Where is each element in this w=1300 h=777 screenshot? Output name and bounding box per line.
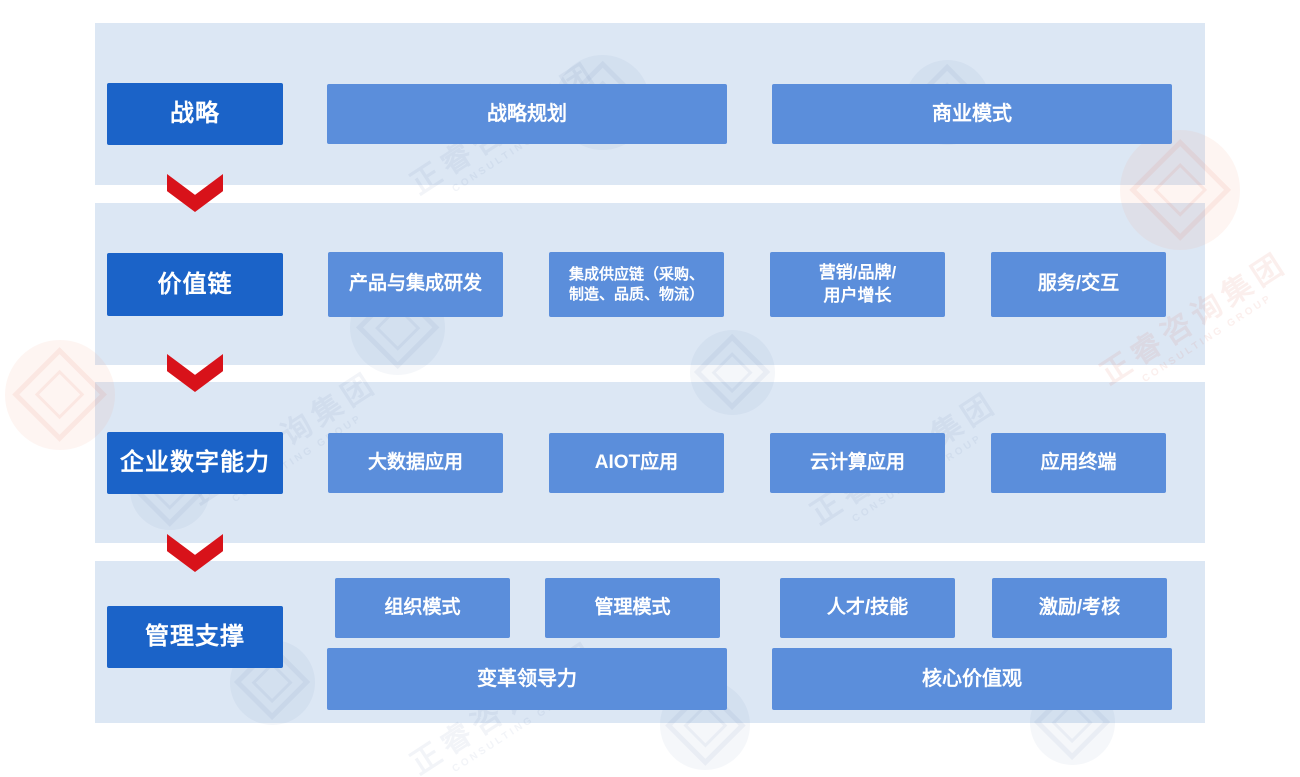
item-product-integrated-rd: 产品与集成研发 bbox=[328, 252, 503, 317]
watermark-logo-icon bbox=[1120, 130, 1240, 250]
item-core-values: 核心价值观 bbox=[772, 648, 1172, 710]
item-marketing-brand-user-growth: 营销/品牌/ 用户增长 bbox=[770, 252, 945, 317]
item-incentive-assessment: 激励/考核 bbox=[992, 578, 1167, 638]
row-label-value-chain: 价值链 bbox=[107, 253, 283, 316]
item-talent-skills: 人才/技能 bbox=[780, 578, 955, 638]
item-business-model: 商业模式 bbox=[772, 84, 1172, 144]
watermark-logo-icon bbox=[5, 340, 115, 450]
row-label-strategy: 战略 bbox=[107, 83, 283, 145]
row-label-management-support: 管理支撑 bbox=[107, 606, 283, 668]
item-cloud-computing-application: 云计算应用 bbox=[770, 433, 945, 493]
item-big-data-application: 大数据应用 bbox=[328, 433, 503, 493]
item-organization-model: 组织模式 bbox=[335, 578, 510, 638]
item-application-terminal: 应用终端 bbox=[991, 433, 1166, 493]
row-label-enterprise-digital-capability: 企业数字能力 bbox=[107, 432, 283, 494]
item-change-leadership: 变革领导力 bbox=[327, 648, 727, 710]
item-strategic-planning: 战略规划 bbox=[327, 84, 727, 144]
item-aiot-application: AIOT应用 bbox=[549, 433, 724, 493]
item-management-model: 管理模式 bbox=[545, 578, 720, 638]
watermark-logo-icon bbox=[690, 330, 775, 415]
item-service-interaction: 服务/交互 bbox=[991, 252, 1166, 317]
item-integrated-supply-chain: 集成供应链（采购、 制造、品质、物流） bbox=[549, 252, 724, 317]
